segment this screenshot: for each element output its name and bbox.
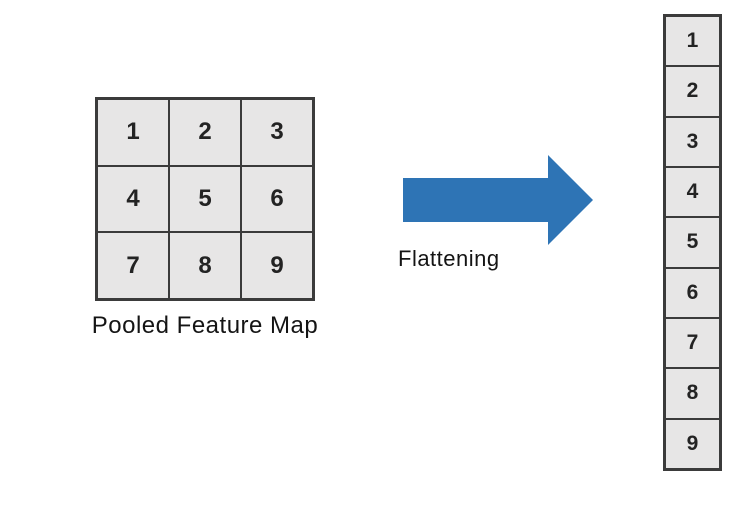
arrow-shape: [403, 155, 593, 245]
vector-cell: 3: [665, 116, 720, 167]
pooled-feature-map-label: Pooled Feature Map: [91, 312, 319, 339]
vector-cell: 8: [665, 368, 720, 419]
vector-cell: 7: [665, 317, 720, 369]
vector-cell: 2: [665, 66, 720, 117]
grid-cell: 4: [97, 165, 169, 233]
pooled-feature-map-grid: 1 2 3 4 5 6 7 8 9: [95, 97, 315, 301]
arrow-label: Flattening: [398, 246, 500, 271]
grid-cell: 2: [169, 99, 241, 166]
grid-cell: 8: [169, 232, 241, 299]
grid-cell: 6: [241, 165, 313, 233]
vector-cell: 4: [665, 166, 720, 218]
grid-cell: 1: [97, 99, 169, 166]
grid-cell: 5: [169, 165, 241, 233]
grid-cell: 7: [97, 232, 169, 299]
vector-cell: 6: [665, 267, 720, 318]
vector-cell: 9: [665, 418, 720, 469]
flattening-arrow: [403, 155, 593, 245]
vector-cell: 1: [665, 16, 720, 67]
grid-cell: 3: [241, 99, 313, 166]
grid-cell: 9: [241, 232, 313, 299]
flattened-vector: 1 2 3 4 5 6 7 8 9: [663, 14, 722, 471]
vector-cell: 5: [665, 217, 720, 268]
